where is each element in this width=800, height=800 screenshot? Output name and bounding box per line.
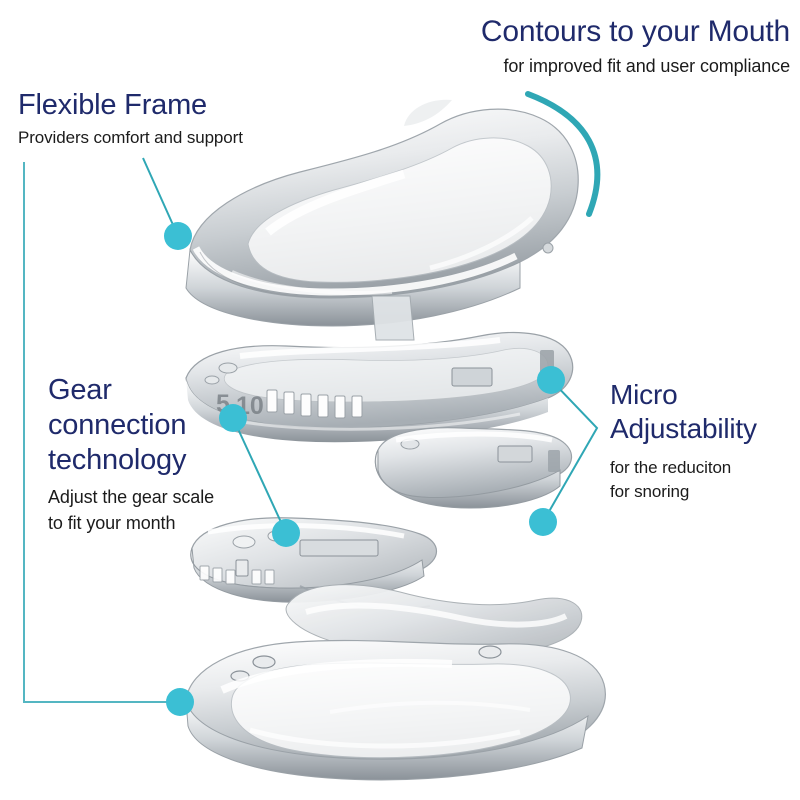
callout-contours-title: Contours to your Mouth — [480, 15, 790, 48]
flexible-frame-connector — [142, 157, 179, 237]
bottom-tray-dot[interactable] — [166, 688, 194, 716]
callout-flexible-frame-title: Flexible Frame — [18, 89, 207, 121]
product-part-upper-tray — [185, 99, 579, 327]
callout-micro-subtitle: for the reduciton for snoring — [610, 458, 732, 501]
product-part-middle-tray — [285, 584, 583, 659]
product-part-upper-gear-plate: 5 10 — [185, 295, 574, 443]
gear-upper-dot[interactable] — [219, 404, 247, 432]
callout-gear-title: Gear connection technology — [48, 374, 187, 476]
callout-flexible-frame-subtitle: Providers comfort and support — [18, 128, 243, 147]
gear-rack-teeth — [266, 389, 363, 419]
micro-adjustability-connector — [542, 379, 599, 523]
contours-arc-connector — [525, 91, 601, 217]
micro-upper-dot[interactable] — [537, 366, 565, 394]
callout-micro-title: Micro Adjustability — [610, 379, 757, 444]
callout-gear-subtitle: Adjust the gear scale to fit your month — [48, 487, 214, 533]
flexible-frame-dot[interactable] — [164, 222, 192, 250]
callout-gear-connection-technology: Gear connection technology Adjust the ge… — [48, 373, 298, 536]
lower-tray-studs — [230, 645, 502, 682]
micro-lower-dot[interactable] — [529, 508, 557, 536]
product-part-lower-tray — [185, 639, 606, 781]
callout-contours-subtitle: for improved fit and user compliance — [503, 56, 790, 76]
callout-micro-adjustability: Micro Adjustability for the reduciton fo… — [610, 378, 798, 504]
product-part-lower-gear-plate — [374, 427, 573, 509]
callout-contours-to-your-mouth: Contours to your Mouth for improved fit … — [424, 14, 790, 78]
callout-flexible-frame: Flexible Frame Providers comfort and sup… — [18, 88, 348, 149]
gear-connector — [232, 417, 287, 534]
gear-lower-dot[interactable] — [272, 519, 300, 547]
bottom-tray-connector — [23, 162, 180, 703]
